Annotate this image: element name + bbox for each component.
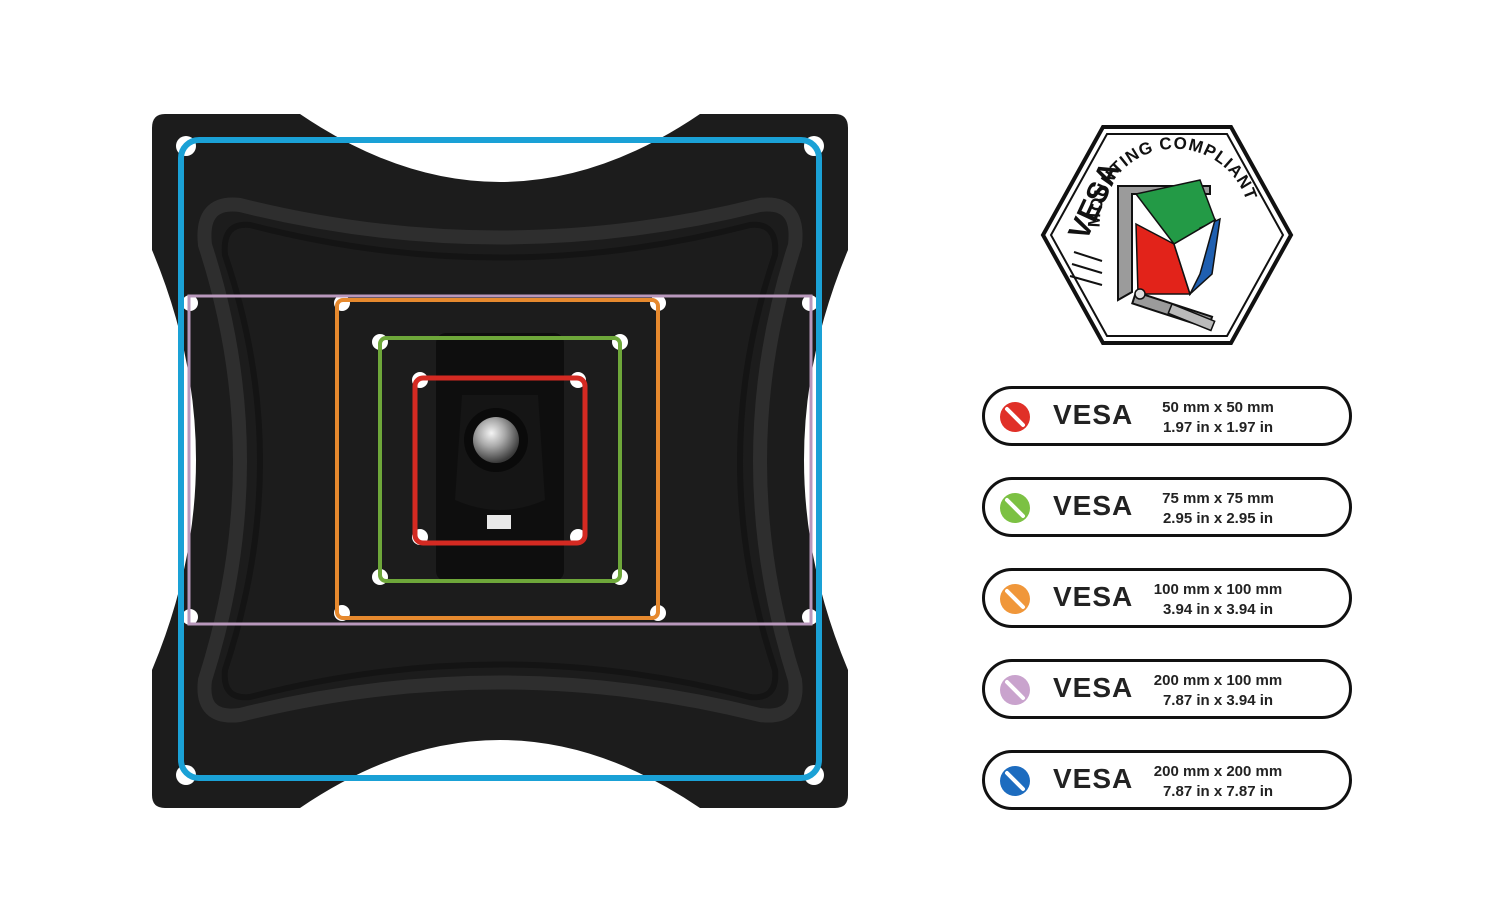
legend-label: VESA <box>1053 763 1134 794</box>
plate-ridge <box>197 197 803 723</box>
legend-metric: 200 mm x 100 mm <box>1153 672 1283 689</box>
legend-imperial: 2.95 in x 2.95 in <box>1162 510 1274 527</box>
screw-icon <box>1000 766 1030 796</box>
legend-item-100x100: VESA 100 mm x 100 mm 3.94 in x 3.94 in <box>982 568 1352 628</box>
legend-imperial: 7.87 in x 3.94 in <box>1162 692 1274 709</box>
screw-icon <box>1000 402 1030 432</box>
legend-imperial: 7.87 in x 7.87 in <box>1162 783 1274 800</box>
legend-dimensions: 75 mm x 75 mm 2.95 in x 2.95 in <box>1143 489 1293 529</box>
legend-metric: 100 mm x 100 mm <box>1153 581 1283 598</box>
logo-white-check <box>1173 218 1217 296</box>
legend-label: VESA <box>1053 581 1134 612</box>
legend-metric: 50 mm x 50 mm <box>1162 399 1274 416</box>
legend-imperial: 1.97 in x 1.97 in <box>1162 419 1274 436</box>
legend-metric: 75 mm x 75 mm <box>1162 490 1274 507</box>
legend-dimensions: 200 mm x 200 mm 7.87 in x 7.87 in <box>1143 762 1293 802</box>
plate-ridge-inner <box>221 221 779 701</box>
frame-vesa-100x100 <box>335 298 660 620</box>
legend-imperial: 3.94 in x 3.94 in <box>1162 601 1274 618</box>
legend-dimensions: 200 mm x 100 mm 7.87 in x 3.94 in <box>1143 671 1293 711</box>
frame-vesa-75x75 <box>378 336 622 583</box>
legend-item-75x75: VESA 75 mm x 75 mm 2.95 in x 2.95 in <box>982 477 1352 537</box>
tilt-knob-cap <box>473 417 519 463</box>
legend-dimensions: 50 mm x 50 mm 1.97 in x 1.97 in <box>1143 398 1293 438</box>
vesa-compliant-logo: VESA MOUNTING COMPLIANT <box>1040 125 1294 345</box>
legend-item-200x200: VESA 200 mm x 200 mm 7.87 in x 7.87 in <box>982 750 1352 810</box>
frame-vesa-50x50 <box>412 375 588 546</box>
logo-bracket <box>1117 185 1211 302</box>
legend-dimensions: 100 mm x 100 mm 3.94 in x 3.94 in <box>1143 580 1293 620</box>
tilt-slot <box>487 515 511 529</box>
frame-vesa-200x100 <box>187 294 813 626</box>
legend-item-50x50: VESA 50 mm x 50 mm 1.97 in x 1.97 in <box>982 386 1352 446</box>
logo-screw-icon <box>1131 288 1216 332</box>
vesa-legend: VESA 50 mm x 50 mm 1.97 in x 1.97 in VES… <box>982 386 1354 841</box>
legend-label: VESA <box>1053 672 1134 703</box>
legend-label: VESA <box>1053 399 1134 430</box>
screw-icon <box>1000 675 1030 705</box>
legend-item-200x100: VESA 200 mm x 100 mm 7.87 in x 3.94 in <box>982 659 1352 719</box>
frame-vesa-200x200 <box>178 137 822 781</box>
legend-label: VESA <box>1053 490 1134 521</box>
screw-icon <box>1000 584 1030 614</box>
legend-metric: 200 mm x 200 mm <box>1153 763 1283 780</box>
screw-icon <box>1000 493 1030 523</box>
